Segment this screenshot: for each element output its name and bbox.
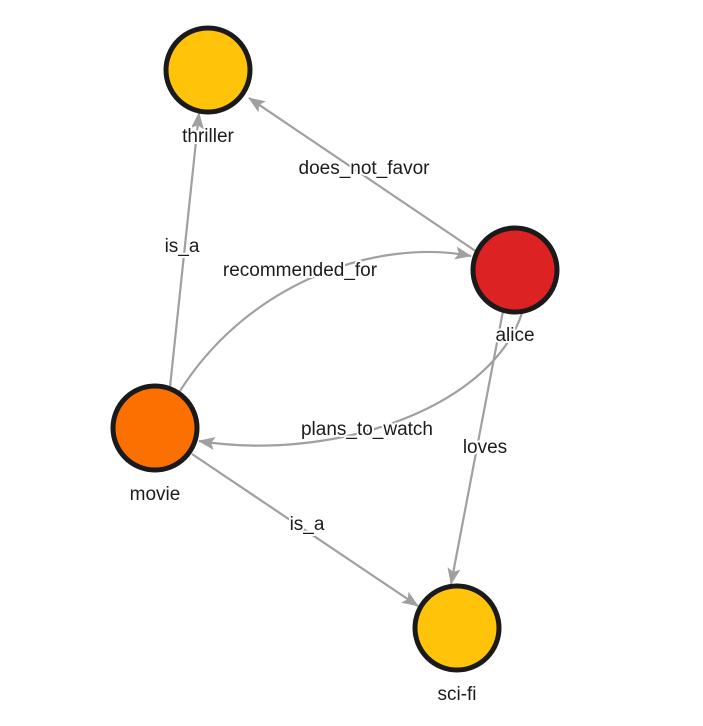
- node-alice[interactable]: [470, 225, 560, 315]
- edge-label-halo-movie-sci-fi: is_a: [290, 514, 325, 535]
- node-label-halo-thriller: thriller: [182, 126, 234, 147]
- edge-label-movie-sci-fi: is_a: [290, 514, 325, 535]
- edge-label-halo-alice-thriller: does_not_favor: [299, 158, 431, 179]
- node-label-halo-sci-fi: sci-fi: [437, 684, 476, 705]
- edge-label-movie-thriller: is_a: [165, 236, 200, 257]
- edge-movie-sci-fi: [191, 453, 419, 607]
- edge-label-alice-movie: plans_to_watch: [301, 419, 433, 440]
- edges-layer: [168, 97, 524, 607]
- node-label-movie: movie: [130, 484, 181, 505]
- edge-labels-layer: does_not_favordoes_not_favoris_ais_areco…: [163, 156, 510, 537]
- nodes-layer: [110, 25, 560, 673]
- node-sci-fi[interactable]: [412, 583, 502, 673]
- edge-label-halo-alice-sci-fi: loves: [463, 437, 507, 458]
- node-label-sci-fi: sci-fi: [437, 684, 476, 705]
- edge-alice-movie: [198, 312, 524, 451]
- node-label-thriller: thriller: [182, 126, 234, 147]
- edge-label-halo-alice-movie: plans_to_watch: [301, 419, 433, 440]
- edge-movie-alice: [179, 246, 472, 392]
- edge-label-movie-alice: recommended_for: [223, 260, 378, 281]
- node-label-alice: alice: [495, 325, 534, 346]
- edge-alice-sci-fi: [447, 310, 505, 585]
- node-label-halo-movie: movie: [130, 484, 181, 505]
- edge-label-halo-movie-thriller: is_a: [165, 236, 200, 257]
- edge-label-alice-sci-fi: loves: [463, 437, 507, 458]
- node-thriller[interactable]: [163, 25, 253, 115]
- edge-label-alice-thriller: does_not_favor: [299, 158, 431, 179]
- edge-label-halo-movie-alice: recommended_for: [223, 260, 378, 281]
- node-label-halo-alice: alice: [495, 325, 534, 346]
- node-movie[interactable]: [110, 383, 200, 473]
- node-labels-layer: thrillerthrilleralicealicemoviemoviesci-…: [128, 124, 537, 707]
- edge-alice-thriller: [248, 97, 478, 253]
- edge-movie-thriller: [168, 112, 204, 388]
